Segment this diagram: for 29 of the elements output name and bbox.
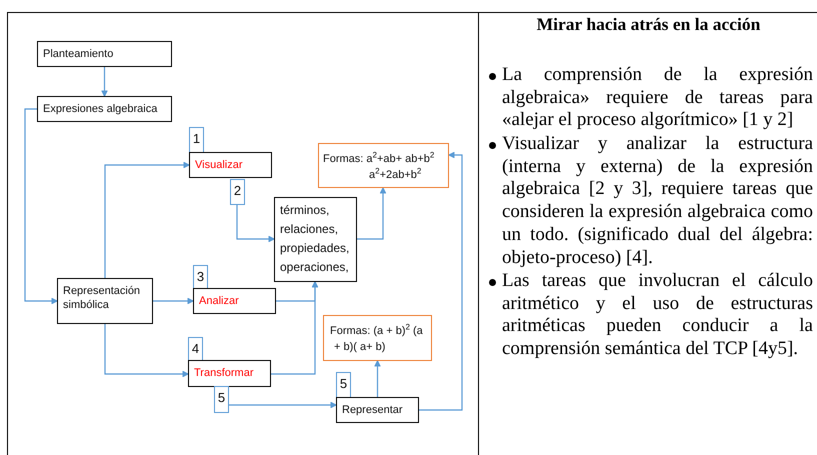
formula-box: Formas: (a + b)$^{2}$ (a + b)( a+ b): [323, 315, 432, 361]
process-box: Planteamiento: [37, 41, 172, 67]
arrow: [153, 298, 194, 304]
action-box: Analizar: [193, 288, 276, 314]
arrow: [271, 281, 318, 375]
arrow: [229, 402, 337, 408]
number-box: 2: [230, 179, 245, 205]
bullet-text: La comprensión de la expresión algebraica» requiere de tareas para «alejar el proceso algorítmico» [1 y 2]: [502, 64, 813, 132]
bullet-text: Las tareas que involucran el cálculo aritmético y el uso de estructuras aritméticas pueden conducir a la comprensión semántica del TCP [4y5].: [502, 270, 813, 361]
arrow: [419, 152, 463, 411]
number-box: 5: [214, 386, 229, 413]
arrow: [357, 187, 386, 240]
arrow: [104, 162, 190, 278]
heading: Mirar hacia atrás en la acción: [536, 14, 762, 35]
process-box: Expresiones algebraica: [37, 96, 172, 122]
arrow: [104, 324, 189, 378]
process-box: Representación simbólica: [57, 278, 153, 324]
arrow: [236, 205, 275, 242]
number-box: 5: [336, 372, 351, 398]
arrow: [24, 108, 58, 304]
bullet-text: Visualizar y analizar la estructura (interna y externa) de la expresión algebraica [2 y 3], requiere tareas que consideren la expresión algebraica como un todo. (significado dual del álgebra: objeto-proceso) [4].: [502, 133, 813, 270]
formula-box: Formas: a$^{2}$+ab+ ab+b$^{2}$ a$^{2}$+2ab+b$^{2}$: [318, 143, 449, 188]
arrow: [374, 360, 381, 397]
number-box: 1: [189, 127, 204, 153]
process-box: Representar: [336, 397, 419, 423]
action-box: Visualizar: [189, 152, 272, 178]
arrow: [101, 67, 108, 97]
process-box: términos, relaciones, propiedades, operaciones,: [274, 197, 357, 282]
action-box: Transformar: [188, 360, 271, 387]
